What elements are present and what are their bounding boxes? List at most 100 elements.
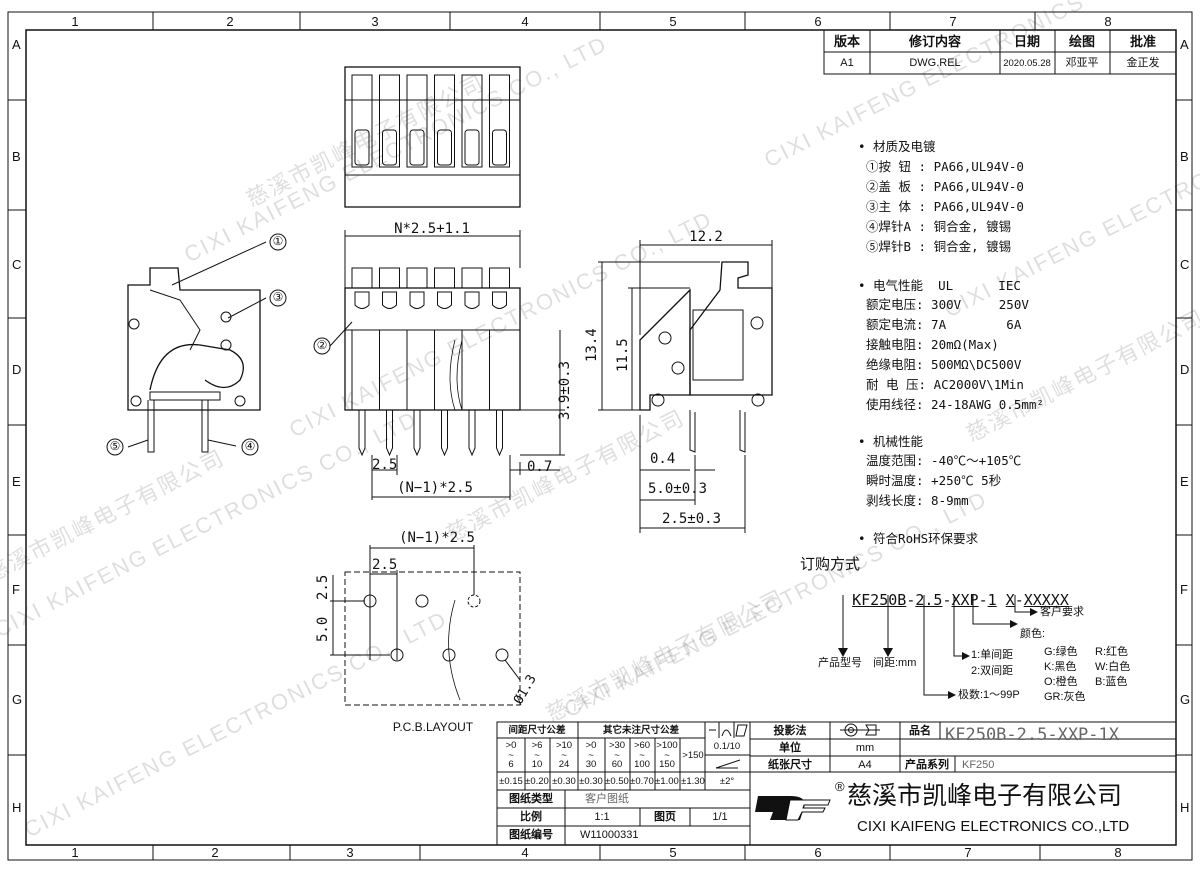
range-top: >0: [585, 740, 597, 751]
grid-ticks: [8, 12, 1192, 860]
front-slot: [379, 267, 400, 410]
cross-section-view: [106, 233, 353, 456]
grid-row-label: G: [12, 692, 23, 707]
revision-table-lines: [823, 29, 1177, 75]
grid-row-label: B: [1180, 149, 1189, 164]
ordering-color: B:蓝色: [1095, 676, 1128, 688]
range-bottom: 100: [634, 759, 650, 770]
rev-cell: 金正发: [1126, 57, 1160, 69]
code-part: 1: [987, 591, 997, 609]
front-pin: [413, 410, 421, 457]
grid-row-label: A: [1180, 37, 1189, 52]
code-part: KF250B: [852, 591, 907, 609]
tolerance-value: ±0.30: [579, 776, 603, 787]
top-slot: [489, 74, 510, 168]
grid-row-label: E: [1180, 474, 1189, 489]
company-name-cn: 慈溪市凯峰电子有限公司: [847, 781, 1123, 810]
range-bottom: 30: [585, 759, 597, 770]
grid-row-label: G: [1180, 692, 1191, 707]
dim-side-width: 12.2: [689, 229, 723, 245]
drawing-type: 客户图纸: [585, 793, 629, 805]
product-name-label: 品名: [909, 725, 931, 737]
rev-header: 日期: [1013, 34, 1041, 49]
spec-line: 额定电压: 300V 250V: [866, 297, 1029, 312]
pcb-layout: [330, 545, 521, 706]
rev-cell: 2020.05.28: [1003, 58, 1051, 69]
ordering-color-title: 颜色:: [1020, 628, 1046, 640]
grid-row-label: A: [12, 37, 21, 52]
code-part: XXP: [951, 591, 979, 609]
dim-height-total: 13.4: [584, 328, 600, 362]
grid-col-label: 3: [346, 845, 354, 860]
drawing-no: W11000331: [580, 829, 639, 841]
grid-col-label: 2: [226, 14, 234, 29]
grid-col-label: 7: [949, 14, 957, 29]
spec-line: ⑤焊针B : 铜合金, 镀锡: [866, 239, 1012, 254]
ordering-color: R:红色: [1095, 646, 1128, 658]
pitch-tolerance-title: 间距尺寸公差: [508, 725, 566, 736]
product-name: KF250B-2.5-XXP-1X: [945, 725, 1119, 745]
ordering-color: O:橙色: [1044, 676, 1078, 688]
dim-pin-pos-2: 2.5±0.3: [662, 511, 722, 527]
inner-frame: [25, 29, 1177, 846]
dim-span: (N−1)*2.5: [397, 480, 473, 496]
ordering-pitch: 间距:mm: [873, 657, 917, 669]
code-part: -: [906, 591, 916, 609]
pcb-layout-label: P.C.B.LAYOUT: [392, 720, 474, 734]
grid-row-label: D: [12, 362, 22, 377]
scale-value: 1:1: [594, 811, 610, 823]
top-button: [409, 129, 425, 166]
front-slot: [434, 267, 455, 410]
grid-col-label: 8: [1104, 14, 1112, 29]
rev-header: 版本: [833, 34, 861, 49]
rev-header: 绘图: [1068, 34, 1096, 49]
front-slot: [489, 267, 510, 410]
front-pin: [496, 410, 503, 457]
grid-row-label: H: [12, 800, 22, 815]
range-bottom: 6: [508, 759, 514, 770]
range-tilde: ~: [614, 750, 620, 761]
callout-5: ⑤: [109, 439, 121, 453]
ordering-color: G:绿色: [1044, 646, 1078, 658]
top-button: [492, 129, 507, 166]
range-bottom: 10: [531, 759, 543, 770]
range-top: >0: [505, 740, 517, 751]
grid-col-label: 3: [371, 14, 379, 29]
ordering-title: 订购方式: [800, 556, 861, 573]
tolerance-value: ±0.20: [525, 776, 549, 787]
spec-line: 耐 电 压: AC2000V\1Min: [866, 377, 1024, 392]
ordering-spacing-1: 1:单间距: [971, 649, 1014, 661]
grid-col-label: 5: [669, 14, 677, 29]
page-label: 图页: [654, 811, 676, 823]
ordering-code: KF250B-2.5-XXP-1 X-XXXXX: [816, 578, 1069, 623]
dim-pcb-pitch: 2.5: [372, 557, 398, 573]
spec-materials-title: • 材质及电镀: [858, 139, 936, 154]
ordering-model: 产品型号: [818, 657, 862, 669]
range-bottom: 24: [558, 759, 570, 770]
ordering-color: GR:灰色: [1044, 691, 1086, 703]
grid-col-label: 4: [521, 14, 529, 29]
drawing-no-label: 图纸编号: [509, 829, 553, 841]
ordering-arrows: [842, 595, 1030, 696]
grid-row-label: H: [1180, 800, 1190, 815]
grid-col-label: 7: [964, 845, 972, 860]
dim-pitch: 2.5: [372, 457, 398, 473]
grid-row-label: F: [12, 582, 20, 597]
spec-line: 绝缘电阻: 500MΩ\DC500V: [866, 357, 1022, 372]
paper-value: A4: [858, 759, 872, 771]
range-tilde: ~: [561, 750, 567, 761]
page-value: 1/1: [712, 811, 728, 823]
spec-rohs: • 符合RoHS环保要求: [858, 531, 979, 546]
tolerance-value: ±0.15: [499, 776, 523, 787]
range-tilde: ~: [534, 750, 540, 761]
spec-line: 瞬时温度: +250℃ 5秒: [866, 473, 1002, 488]
title-block-lines: [496, 721, 1177, 846]
angle-tolerance: ±2°: [719, 776, 735, 787]
code-part: -: [978, 591, 988, 609]
dim-front-width: N*2.5+1.1: [394, 221, 470, 237]
dim-pin-pos-1: 5.0±0.3: [648, 481, 708, 497]
grid-row-label: B: [12, 149, 21, 164]
spec-electrical-title: • 电气性能 UL IEC: [858, 278, 1021, 293]
grid-col-label: 5: [669, 845, 677, 860]
code-part: [997, 591, 1006, 609]
